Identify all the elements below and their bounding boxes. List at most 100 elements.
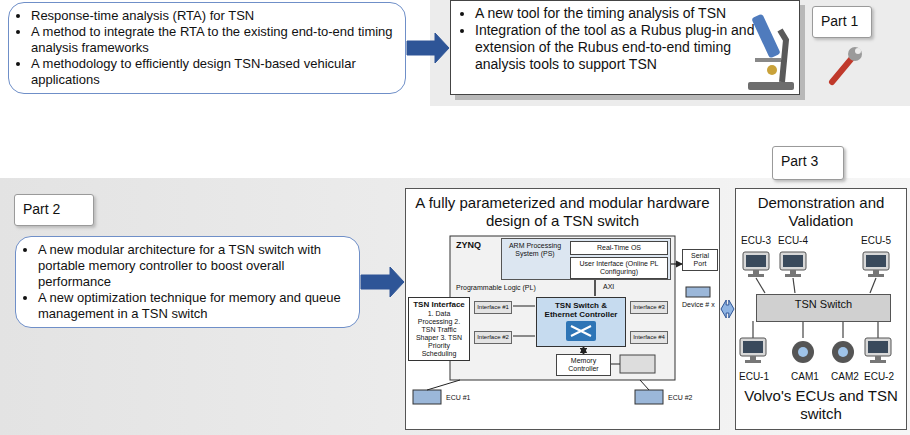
- node-text: Part 3: [781, 153, 835, 169]
- screen: [746, 255, 766, 267]
- ecu-label: ECU-3: [741, 235, 771, 246]
- ecu-label: ECU-4: [778, 235, 808, 246]
- interface-label: Interface #3: [630, 301, 668, 314]
- interface-label: Interface #4: [630, 331, 668, 344]
- node-text: Real-Time OS: [573, 244, 665, 252]
- node-text: Part 1: [821, 13, 863, 29]
- node-subtext: A methodology to efficiently design TSN-…: [31, 56, 395, 88]
- node-text: TSN Switch & Ethernet Controller: [540, 301, 622, 319]
- part-label: Part 1: [812, 6, 872, 38]
- node-subtext: Volvo's ECUs and TSN switch: [740, 387, 902, 423]
- zynq-frame: [450, 236, 675, 380]
- interface-label: Interface #2: [474, 331, 512, 344]
- memory-chip: [620, 355, 655, 373]
- device-label: Device # x: [682, 301, 715, 309]
- ecu-label: ECU-1: [739, 371, 769, 382]
- bullet-list: A new tool for the timing analysis of TS…: [459, 5, 775, 73]
- node-text: Serial Port: [685, 252, 715, 268]
- stand: [785, 274, 801, 277]
- node-text: Demonstration and Validation: [740, 194, 902, 230]
- tool-box: A new tool for the timing analysis of TS…: [450, 0, 800, 95]
- wire: [513, 336, 535, 337]
- screen: [743, 341, 763, 353]
- part-label: Part 3: [772, 146, 844, 180]
- stand: [870, 360, 886, 363]
- node-text: TSN Switch: [760, 298, 887, 311]
- wire: [610, 364, 620, 365]
- node-text: A fully parameterized and modular hardwa…: [412, 194, 713, 230]
- wire: [427, 380, 460, 390]
- device-label: ECU #1: [446, 394, 471, 402]
- camera-icons: [792, 341, 854, 363]
- ecu-device: [413, 390, 441, 404]
- node-subtext: A new optimization technique for memory …: [38, 290, 349, 322]
- node-text: ARM Processing System (PS): [505, 242, 565, 258]
- demo-box: Demonstration and ValidationVolvo's ECUs…: [735, 188, 907, 430]
- device-label: ECU #2: [668, 394, 693, 402]
- camera-label: CAM2: [831, 371, 859, 382]
- processing-system: ARM Processing System (PS) Real-Time OS Us…: [501, 238, 671, 280]
- device-icon: [686, 287, 710, 297]
- ui-box: User Interface (Online PL Configuring): [570, 257, 668, 279]
- bullet-list: A new modular architecture for a TSN swi…: [22, 242, 349, 322]
- bottom-band: [0, 178, 910, 435]
- block-arrow: [361, 267, 404, 297]
- wire: [640, 380, 649, 390]
- node-text: Response-time analysis (RTA) for TSN: [31, 8, 395, 24]
- axi-bus: [594, 278, 596, 296]
- monitor: [865, 338, 891, 356]
- bullet-box: Response-time analysis (RTA) for TSNA me…: [8, 2, 406, 94]
- camera-label: CAM1: [791, 371, 819, 382]
- microscope-icon: [748, 14, 794, 90]
- node-subtext: A method to integrate the RTA to the exi…: [31, 24, 395, 56]
- block-arrow: [721, 300, 734, 318]
- stand: [748, 274, 764, 277]
- box-fill: [450, 0, 800, 95]
- part-label: Part 2: [14, 194, 94, 226]
- ecu-label: ECU-2: [864, 371, 894, 382]
- node-subtext: Integration of the tool as a Rubus plug-…: [475, 22, 775, 73]
- ecu-label: ECU-5: [861, 235, 891, 246]
- screen: [783, 255, 803, 267]
- node-text: User Interface (Online PL Configuring): [573, 260, 665, 276]
- stand: [745, 360, 761, 363]
- icon-ground: [566, 321, 596, 341]
- switch-icon: [566, 321, 596, 341]
- computer-icons: [740, 252, 891, 363]
- serial-port: Serial Port: [682, 249, 718, 271]
- os-box: Real-Time OS: [570, 241, 668, 255]
- region-label: Programmable Logic (PL): [456, 284, 536, 292]
- monitor: [740, 338, 766, 356]
- monitor: [863, 252, 889, 270]
- stand: [873, 270, 879, 274]
- stand: [875, 356, 881, 360]
- wrench-icon: [832, 47, 862, 82]
- top-band: [430, 0, 910, 106]
- block-arrow: [407, 33, 449, 63]
- wire: [513, 306, 535, 307]
- hardware-box: A fully parameterized and modular hardwa…: [405, 188, 720, 430]
- screen: [866, 255, 886, 267]
- bullet-box: A new modular architecture for a TSN swi…: [15, 236, 360, 328]
- bus-label: AXI: [603, 283, 614, 291]
- icon-cross: [571, 326, 591, 336]
- box-fill: [735, 188, 907, 430]
- connector-line: [583, 347, 584, 354]
- monitor: [743, 252, 769, 270]
- node-text: TSN Interface: [412, 300, 466, 310]
- ecu-device: [635, 390, 663, 404]
- node-subtext: 1. Data Processing 2. TSN Traffic Shaper…: [412, 310, 466, 358]
- node-text: A new modular architecture for a TSN swi…: [38, 242, 349, 290]
- interface-box: TSN Interface1. Data Processing 2. TSN T…: [408, 297, 470, 361]
- stand: [750, 356, 756, 360]
- node-text: Part 2: [23, 201, 85, 217]
- memory-controller: Memory Controller: [556, 354, 611, 376]
- screen: [868, 341, 888, 353]
- bullet-list: Response-time analysis (RTA) for TSNA me…: [15, 8, 395, 88]
- box-fill: [405, 188, 720, 430]
- node-text: A new tool for the timing analysis of TS…: [475, 5, 775, 22]
- node-text: Memory Controller: [559, 357, 608, 373]
- stand: [790, 270, 796, 274]
- switch-box: TSN Switch & Ethernet Controller: [536, 297, 626, 347]
